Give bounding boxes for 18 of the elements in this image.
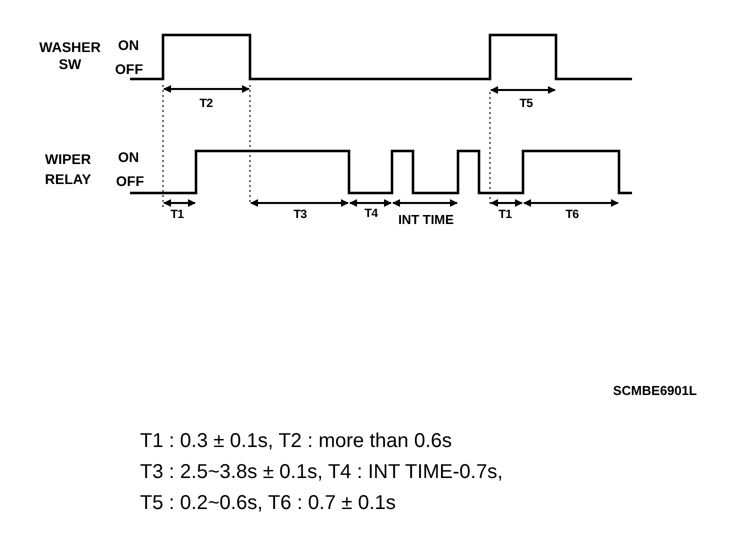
signal-name: WIPER RELAY <box>44 150 92 189</box>
signal-name: WASHER SW <box>38 39 102 73</box>
note-line: T3 : 2.5~3.8s ± 0.1s, T4 : INT TIME-0.7s, <box>140 460 503 485</box>
timing-label: T1 <box>498 207 512 221</box>
state-label: ON <box>118 37 139 53</box>
timing-label: T2 <box>200 96 212 110</box>
note-line: T5 : 0.2~0.6s, T6 : 0.7 ± 0.1s <box>140 491 396 516</box>
note-line: T1 : 0.3 ± 0.1s, T2 : more than 0.6s <box>140 429 452 454</box>
timing-label: T3 <box>294 207 306 221</box>
state-label: ON <box>118 149 139 165</box>
timing-label: T1 <box>170 207 184 221</box>
timing-label: T6 <box>566 207 578 221</box>
state-label: OFF <box>116 173 144 189</box>
timing-label: T4 <box>364 206 378 220</box>
timing-label: T5 <box>520 96 532 110</box>
timing-label: INT TIME <box>398 212 454 227</box>
figure-code: SCMBE6901L <box>613 383 697 398</box>
state-label: OFF <box>115 61 143 77</box>
